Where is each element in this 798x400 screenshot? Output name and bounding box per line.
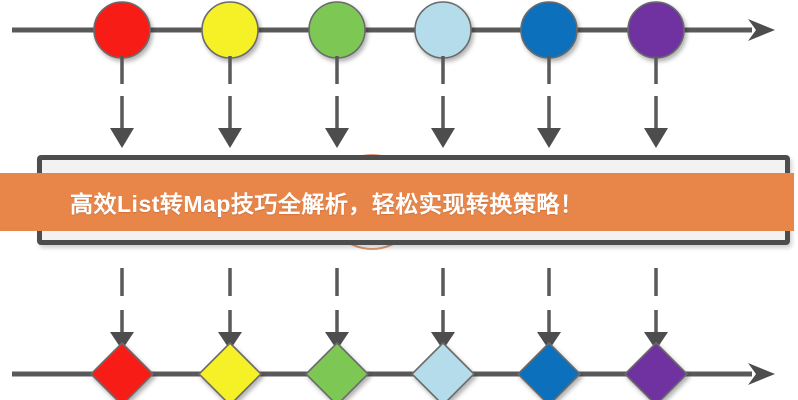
top-connector-arrow-icon-4: [431, 128, 455, 148]
bottom-node-diamond-4[interactable]: [410, 341, 476, 400]
bottom-node-diamond-1[interactable]: [89, 341, 155, 400]
bottom-connector-arrow-icon-1: [110, 332, 134, 350]
bottom-connector-arrow-icon-6: [644, 332, 668, 350]
bottom-node-diamond-5[interactable]: [516, 341, 582, 400]
bottom-connector-arrow-icon-2: [218, 332, 242, 350]
bottom-connector-arrow-icon-3: [325, 332, 349, 350]
top-axis-arrow-icon: [748, 19, 775, 41]
top-connector-arrow-icon-2: [218, 128, 242, 148]
bottom-node-diamond-3[interactable]: [304, 341, 370, 400]
banner-title-text: 高效List转Map技巧全解析，轻松实现转换策略！: [70, 191, 584, 217]
title-banner: 高效List转Map技巧全解析，轻松实现转换策略！: [0, 173, 794, 231]
top-connector-arrow-icon-5: [537, 128, 561, 148]
top-connector-arrow-icon-6: [644, 128, 668, 148]
top-connector-arrow-icon-3: [325, 128, 349, 148]
bottom-connector-arrow-icon-5: [537, 332, 561, 350]
bottom-axis-arrow-icon: [748, 363, 775, 385]
bottom-connector-arrow-icon-4: [431, 332, 455, 350]
bottom-node-diamond-6[interactable]: [623, 341, 689, 400]
bottom-node-diamond-2[interactable]: [197, 341, 263, 400]
top-connector-arrow-icon-1: [110, 128, 134, 148]
